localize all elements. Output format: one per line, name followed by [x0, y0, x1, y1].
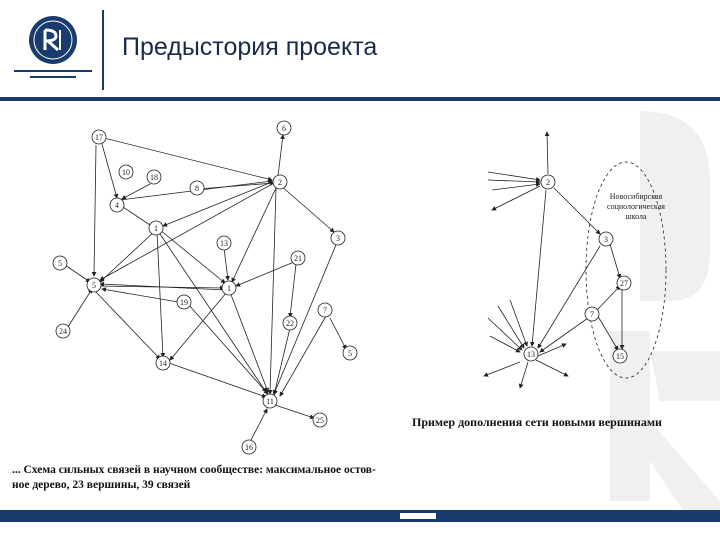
node-label: 5	[348, 349, 352, 358]
hse-watermark-icon	[610, 111, 720, 521]
node-2	[540, 174, 556, 190]
node-13	[216, 235, 232, 251]
node-label: 27	[620, 279, 628, 288]
node-label: 7	[323, 306, 327, 315]
left-graph-edges	[64, 134, 347, 443]
node-label: 15	[616, 352, 624, 361]
node-18	[146, 169, 162, 185]
node-label: 5	[58, 259, 62, 268]
node-14	[155, 355, 171, 371]
node-25	[312, 412, 328, 428]
footer-mark	[400, 513, 436, 519]
left-graph-labels: 17 6 10 18 8 2 4 1 3 13 21 5 5 1 19 7 22…	[58, 124, 352, 452]
node-label: 17	[95, 133, 103, 142]
node-5b	[86, 277, 102, 293]
node-24	[55, 323, 71, 339]
node-8	[189, 180, 205, 196]
right-graph-labels: 2 3 27 7 13 15	[527, 178, 628, 361]
node-19	[176, 294, 192, 310]
left-figure-caption: ... Схема сильных связей в научном сообщ…	[12, 463, 432, 493]
university-logo	[12, 10, 94, 90]
node-2	[272, 174, 288, 190]
node-label: 11	[266, 397, 274, 406]
node-label: 25	[316, 416, 324, 425]
node-3	[598, 231, 614, 247]
node-label: 19	[180, 298, 188, 307]
node-label: 2	[278, 178, 282, 187]
node-27	[616, 275, 632, 291]
node-15	[612, 348, 628, 364]
node-label: 5	[92, 281, 96, 290]
cluster-label-line3: школа	[625, 212, 647, 221]
node-label: 7	[590, 310, 594, 319]
caption-line2: ное дерево, 23 вершины, 39 связей	[12, 479, 191, 491]
cluster-label-line2: социологическая	[607, 202, 665, 211]
cluster-label: Новосибирская социологическая школа	[607, 192, 665, 221]
caption-prefix: ...	[12, 464, 21, 476]
node-13	[523, 346, 539, 362]
left-graph-nodes	[52, 120, 358, 455]
hse-emblem-icon	[14, 16, 92, 78]
node-label: 24	[59, 327, 67, 336]
node-22	[282, 315, 298, 331]
node-5a	[52, 255, 68, 271]
school-cluster-outline	[585, 161, 667, 379]
node-11	[262, 393, 278, 409]
node-7	[584, 306, 600, 322]
node-10	[118, 164, 134, 180]
node-label: 10	[122, 168, 130, 177]
slide-header: Предыстория проекта	[0, 0, 720, 97]
node-label: 22	[286, 319, 294, 328]
header-divider	[102, 10, 104, 90]
node-label: 3	[336, 234, 340, 243]
footer-bar	[0, 510, 720, 522]
node-label: 8	[195, 184, 199, 193]
node-21	[290, 250, 306, 266]
node-17	[91, 129, 107, 145]
node-label: 4	[115, 201, 119, 210]
node-4	[109, 197, 125, 213]
node-label: 18	[150, 173, 158, 182]
cluster-label-line1: Новосибирская	[610, 192, 663, 201]
node-label: 2	[546, 178, 550, 187]
node-3	[330, 230, 346, 246]
node-label: 1	[154, 224, 158, 233]
node-7	[317, 302, 333, 318]
node-16	[241, 439, 257, 455]
node-1	[148, 220, 164, 236]
node-label: 14	[159, 359, 167, 368]
caption-line1: Схема сильных связей в научном сообществ…	[23, 464, 376, 476]
node-5c	[342, 345, 358, 361]
node-label: 3	[604, 235, 608, 244]
node-label: 1	[227, 284, 231, 293]
node-label: 13	[220, 239, 228, 248]
node-label: 6	[282, 124, 286, 133]
node-label: 16	[245, 443, 253, 452]
header-rule	[0, 97, 720, 101]
right-graph-edges	[483, 131, 625, 389]
node-label: 13	[527, 350, 535, 359]
right-graph-nodes	[523, 174, 632, 364]
page-title: Предыстория проекта	[122, 33, 378, 61]
node-1b	[221, 280, 237, 296]
right-figure-caption: Пример дополнения сети новыми вершинами	[412, 415, 662, 429]
node-label: 21	[294, 254, 302, 263]
node-6	[276, 120, 292, 136]
